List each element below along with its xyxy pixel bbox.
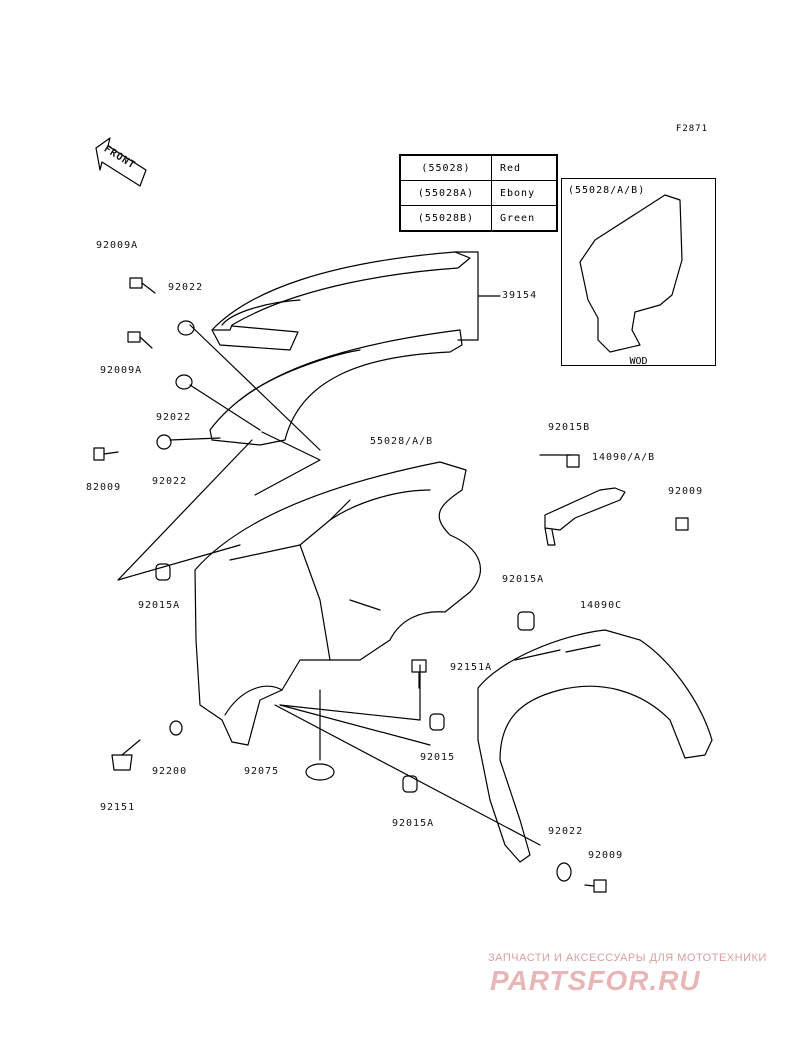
- part-label[interactable]: 92015: [420, 752, 456, 763]
- collar-92015A-right: [517, 611, 535, 631]
- part-label[interactable]: 92022: [156, 412, 192, 423]
- table-row: (55028B) Green: [399, 205, 558, 232]
- variant-title: (55028/A/B): [568, 185, 646, 196]
- part-label[interactable]: 92009A: [96, 240, 139, 251]
- front-arrow-icon: FRONT: [86, 136, 156, 188]
- table-row: (55028A) Ebony: [399, 180, 558, 206]
- grommet-92075: [305, 763, 335, 781]
- part-label[interactable]: 92022: [548, 826, 584, 837]
- windshield-upper: [211, 251, 471, 331]
- collar-92015B: [566, 454, 580, 468]
- variant-note: WOD: [629, 356, 648, 367]
- bolt-92151A: [411, 659, 427, 673]
- part-label[interactable]: 92151: [100, 802, 136, 813]
- bolt-92151: [111, 754, 133, 771]
- washer-92022-top: [177, 320, 195, 336]
- bolt-92009A-top: [129, 277, 143, 289]
- part-label[interactable]: 92075: [244, 766, 280, 777]
- variant-panel: [579, 194, 683, 353]
- part-label[interactable]: 14090C: [580, 600, 623, 611]
- part-label[interactable]: 92015A: [392, 818, 435, 829]
- part-label[interactable]: 92022: [168, 282, 204, 293]
- bracket-14090: [544, 487, 626, 531]
- part-label[interactable]: 14090/A/B: [592, 452, 656, 463]
- part-label[interactable]: 92015B: [548, 422, 591, 433]
- part-label[interactable]: 55028/A/B: [370, 436, 434, 447]
- color-code: (55028A): [399, 180, 492, 206]
- washer-92022-low: [156, 434, 172, 450]
- collar-92015A-left: [155, 563, 171, 581]
- watermark-logo: PARTSFOR.RU: [490, 965, 701, 996]
- bolt-92009-right: [675, 517, 689, 531]
- part-label[interactable]: 82009: [86, 482, 122, 493]
- part-label[interactable]: 92009: [668, 486, 704, 497]
- color-code: (55028): [399, 154, 492, 181]
- part-label[interactable]: 92009A: [100, 365, 143, 376]
- color-table: (55028) Red (55028A) Ebony (55028B) Gree…: [399, 154, 558, 232]
- color-name: Green: [491, 205, 558, 232]
- part-label[interactable]: 92151A: [450, 662, 493, 673]
- table-row: (55028) Red: [399, 154, 558, 181]
- part-label[interactable]: 92200: [152, 766, 188, 777]
- grab-handle-14090C: [477, 629, 713, 863]
- washer-92200: [169, 720, 183, 736]
- color-name: Ebony: [491, 180, 558, 206]
- washer-92022-bottom: [556, 862, 572, 882]
- collar-92015A-bottom: [402, 775, 418, 793]
- bolt-92009A-mid: [127, 331, 141, 343]
- upper-cowl: [194, 461, 481, 746]
- part-label[interactable]: 92015A: [502, 574, 545, 585]
- front-label: FRONT: [101, 143, 138, 172]
- part-label[interactable]: 92015A: [138, 600, 181, 611]
- part-label[interactable]: 92022: [152, 476, 188, 487]
- figure-id: F2871: [675, 124, 708, 134]
- front-arrow-shape: [95, 137, 147, 187]
- bolt-82009: [93, 447, 105, 461]
- washer-92022-mid: [175, 374, 193, 390]
- color-code: (55028B): [399, 205, 492, 232]
- variant-box: (55028/A/B) WOD: [561, 178, 716, 367]
- part-label[interactable]: 92009: [588, 850, 624, 861]
- color-name: Red: [491, 154, 558, 181]
- bolt-92009-bottom: [593, 879, 607, 893]
- watermark-tagline: ЗАПЧАСТИ И АКСЕССУАРЫ ДЛЯ МОТОТЕХНИКИ: [488, 952, 767, 964]
- part-label[interactable]: 39154: [502, 290, 538, 301]
- collar-92015: [429, 713, 445, 731]
